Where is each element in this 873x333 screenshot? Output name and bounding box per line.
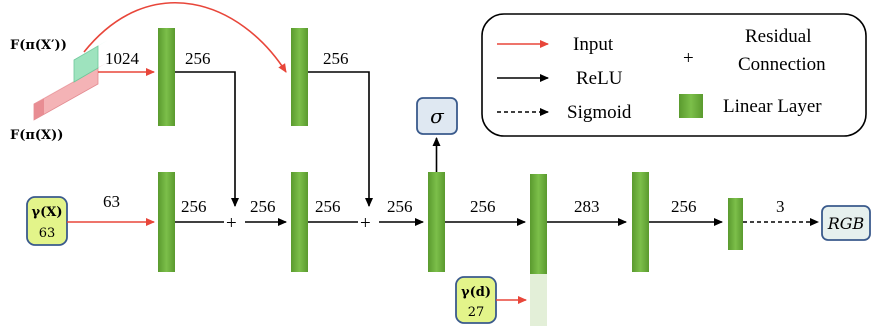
label-concat-out: 283 [574, 197, 600, 216]
top1-to-sum1 [175, 71, 239, 207]
legend-plus-symbol: + [683, 48, 694, 69]
linear-layer-trunk [428, 172, 445, 272]
linear-layer-top-1 [158, 28, 175, 126]
label-top-l1: 256 [185, 49, 211, 68]
legend: Input ReLU Sigmoid + Residual Connection… [481, 13, 867, 137]
linear-layer-concat [530, 174, 547, 274]
feat-label: F(π(X)) [10, 128, 63, 143]
legend-linear-label: Linear Layer [723, 96, 822, 117]
label-top-in: 1024 [105, 49, 140, 68]
sigma-label: σ [430, 104, 445, 128]
legend-linear-swatch [679, 94, 703, 118]
label-l7-out: 256 [671, 197, 697, 216]
sum2-plus: + [360, 213, 371, 234]
legend-box [481, 13, 867, 137]
feature-prism [33, 40, 108, 121]
linear-layer-top-2 [291, 28, 308, 126]
gamma-x-dim: 63 [39, 226, 56, 241]
legend-residual-label-1: Residual [745, 26, 812, 47]
legend-sigmoid-label: Sigmoid [567, 102, 632, 123]
label-b1-out: 256 [181, 197, 207, 216]
linear-layer-b1 [158, 172, 175, 272]
skip-arc [83, 1, 287, 73]
linear-layer-b2 [291, 172, 308, 272]
gamma-d-dim: 27 [468, 305, 485, 320]
linear-layer-7 [632, 172, 649, 272]
label-gx-in: 63 [103, 192, 120, 211]
label-top-l2: 256 [323, 49, 349, 68]
feat-prime-label: F(π(X′)) [10, 38, 67, 53]
gamma-x-box [26, 196, 68, 246]
label-final-out: 3 [776, 197, 785, 216]
legend-residual-label-2: Connection [738, 54, 826, 75]
label-sum1-out: 256 [250, 197, 276, 216]
top2-to-sum2 [308, 71, 373, 207]
rgb-label: RGB [827, 214, 865, 233]
label-trunk-out: 256 [470, 197, 496, 216]
legend-relu-label: ReLU [576, 68, 623, 89]
label-sum2-out: 256 [387, 197, 413, 216]
concat-direction-segment [530, 274, 547, 326]
rgb-box [821, 205, 871, 241]
gamma-d-label: γ(d) [461, 285, 491, 300]
label-b2-out: 256 [315, 197, 341, 216]
legend-input-label: Input [573, 34, 614, 55]
sum1-plus: + [226, 213, 237, 234]
gamma-x-label: γ(X) [32, 205, 63, 220]
linear-layer-final [728, 198, 743, 250]
sigma-box [416, 97, 458, 135]
